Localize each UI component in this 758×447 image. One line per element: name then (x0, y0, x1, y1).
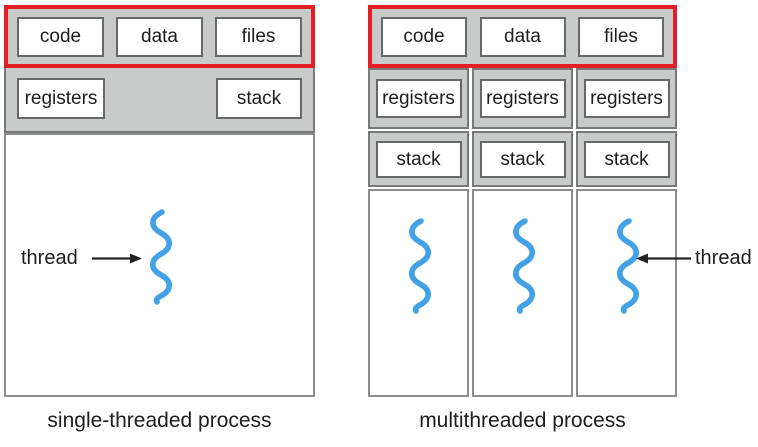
thread-body (368, 189, 469, 397)
stack-cell: stack (576, 131, 677, 187)
thread-arrow-left-icon (636, 252, 691, 265)
files-label: files (604, 26, 638, 47)
code-box: code (17, 16, 104, 57)
thread-column-1: registers stack (368, 68, 469, 397)
stack-label: stack (500, 148, 545, 170)
thread-squiggle-icon (508, 217, 538, 314)
registers-label: registers (590, 88, 663, 109)
registers-box: registers (375, 79, 462, 118)
registers-label: registers (24, 88, 98, 109)
thread-squiggle-icon (145, 208, 175, 305)
stack-box: stack (583, 140, 670, 178)
shared-region-left: code data files (4, 5, 315, 68)
data-box: data (116, 16, 203, 57)
shared-region-right: code data files (368, 5, 677, 68)
thread-squiggle-icon (404, 217, 434, 314)
data-label: data (141, 26, 178, 47)
caption-single-threaded: single-threaded process (47, 409, 272, 432)
thread-column-3: registers stack (576, 68, 677, 397)
registers-cell: registers (368, 68, 469, 129)
files-label: files (241, 26, 276, 47)
stack-box: stack (375, 140, 462, 178)
registers-box: registers (17, 78, 105, 119)
single-threaded-process-diagram: code data files registers stack thread (4, 5, 315, 432)
code-label: code (403, 26, 445, 47)
code-box: code (381, 16, 467, 57)
data-box: data (479, 16, 566, 57)
registers-stack-band-left: registers stack (4, 68, 315, 133)
data-label: data (504, 26, 541, 47)
stack-label: stack (396, 148, 441, 170)
registers-cell: registers (472, 68, 573, 129)
thread-squiggle-icon (612, 217, 642, 314)
files-box: files (215, 16, 302, 57)
registers-label: registers (486, 88, 559, 109)
thread-body (472, 189, 573, 397)
files-box: files (578, 16, 664, 57)
thread-body (576, 189, 677, 397)
stack-box: stack (216, 78, 302, 119)
stack-box: stack (479, 140, 566, 178)
registers-box: registers (583, 79, 670, 118)
caption-multithreaded: multithreaded process (419, 409, 626, 432)
thread-annotation-label-left: thread (21, 247, 78, 269)
stack-label: stack (236, 88, 282, 109)
stack-cell: stack (368, 131, 469, 187)
registers-box: registers (479, 79, 566, 118)
thread-arrow-right-icon (92, 252, 142, 265)
registers-label: registers (382, 88, 455, 109)
stack-cell: stack (472, 131, 573, 187)
thread-columns: registers stack (368, 68, 677, 397)
thread-annotation-label-right: thread (695, 247, 752, 269)
stack-label: stack (604, 148, 649, 170)
thread-column-2: registers stack (472, 68, 573, 397)
process-body-left (4, 133, 315, 397)
registers-cell: registers (576, 68, 677, 129)
code-label: code (39, 26, 82, 47)
